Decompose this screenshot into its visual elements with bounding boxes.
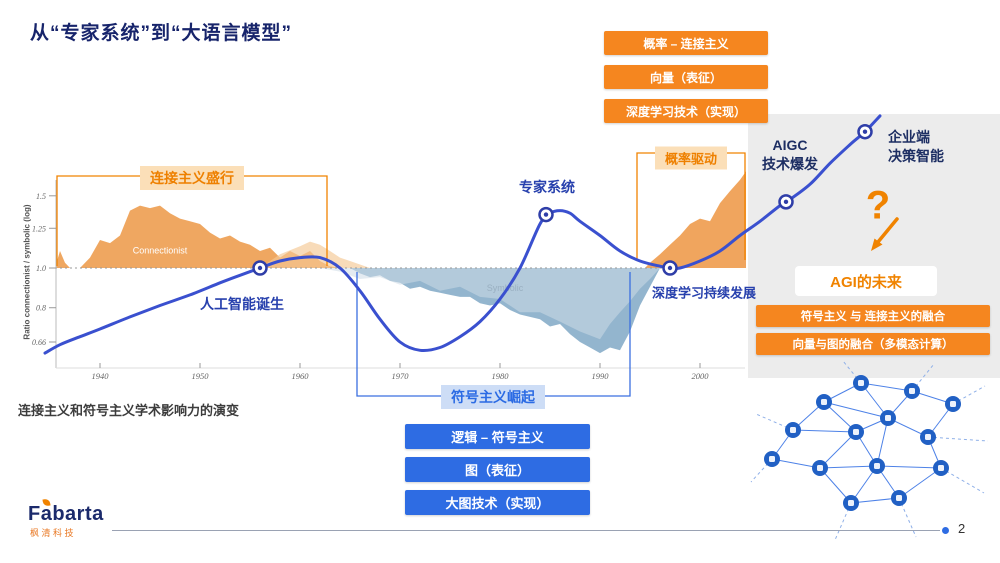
expert-system-label: 专家系统	[519, 179, 575, 195]
svg-text:Connectionist: Connectionist	[133, 245, 188, 255]
slide-title: 从“专家系统”到“大语言模型”	[30, 23, 293, 44]
chart-caption: 连接主义和符号主义学术影响力的演变	[18, 403, 240, 418]
aigc-label: AIGC 技术爆发	[760, 136, 820, 174]
logo-brand-text: Fabarta	[28, 498, 104, 526]
svg-text:Symbolic: Symbolic	[487, 283, 524, 293]
svg-text:0.8: 0.8	[36, 304, 46, 313]
symbolic-connectionist-fusion-button: 符号主义 与 连接主义的融合	[756, 305, 990, 327]
svg-text:0.66: 0.66	[32, 338, 46, 347]
chart-axes: 1.5 1.25 1.0 0.8 0.66 1940 1950 1960 1970 1980 199…	[32, 180, 745, 381]
aigc-label-line1: AIGC	[772, 137, 808, 153]
deep-learning-tech-button: 深度学习技术（实现）	[604, 99, 768, 123]
vector-representation-button: 向量（表征）	[604, 65, 768, 89]
connectionism-prevails-tag: 连接主义盛行	[140, 166, 244, 190]
svg-text:1.0: 1.0	[36, 264, 46, 273]
deep-learning-growth-label: 深度学习持续发展	[651, 285, 757, 301]
graph-representation-button: 图（表征）	[405, 457, 590, 482]
probability-connectionism-button: 概率 – 连接主义	[604, 31, 768, 55]
vector-graph-fusion-button: 向量与图的融合（多模态计算）	[756, 333, 990, 355]
svg-text:1980: 1980	[492, 371, 510, 381]
ai-birth-label: 人工智能诞生	[200, 296, 284, 312]
connectionism-tech-stack: 概率 – 连接主义 向量（表征） 深度学习技术（实现）	[604, 31, 768, 123]
knowledge-graph-illustration	[750, 360, 989, 541]
fusion-stack: 符号主义 与 连接主义的融合 向量与图的融合（多模态计算）	[756, 305, 990, 355]
svg-text:1990: 1990	[592, 371, 610, 381]
footer-divider	[112, 530, 940, 531]
svg-text:2000: 2000	[692, 371, 710, 381]
logic-symbolism-button: 逻辑 – 符号主义	[405, 424, 590, 449]
svg-text:1.5: 1.5	[36, 192, 46, 201]
svg-text:1940: 1940	[92, 371, 110, 381]
svg-text:1960: 1960	[292, 371, 310, 381]
symbolism-tech-stack: 逻辑 – 符号主义 图（表征） 大图技术（实现）	[405, 424, 590, 515]
y-axis-label: Ratio connectionist / symbolic (log)	[22, 204, 32, 340]
enterprise-label: 企业端 决策智能	[888, 128, 944, 166]
svg-text:1.25: 1.25	[32, 224, 46, 233]
aigc-label-line2: 技术爆发	[762, 155, 818, 172]
enterprise-label-line1: 企业端	[888, 129, 930, 145]
agi-future-box: AGI的未来	[795, 266, 937, 296]
symbolism-rise-tag: 符号主义崛起	[441, 385, 545, 409]
svg-text:1950: 1950	[192, 371, 210, 381]
graph-tech-button: 大图技术（实现）	[405, 490, 590, 515]
logo-brand-word: Fabarta	[28, 503, 104, 525]
fabarta-logo: Fabarta 枫清科技	[28, 498, 104, 539]
page-dot	[942, 527, 949, 534]
svg-text:1970: 1970	[392, 371, 410, 381]
probability-driven-tag: 概率驱动	[654, 146, 728, 170]
page-number: 2	[958, 521, 966, 536]
enterprise-label-line2: 决策智能	[888, 147, 944, 164]
question-mark: ?	[865, 183, 891, 228]
logo-subtitle: 枫清科技	[30, 528, 77, 538]
